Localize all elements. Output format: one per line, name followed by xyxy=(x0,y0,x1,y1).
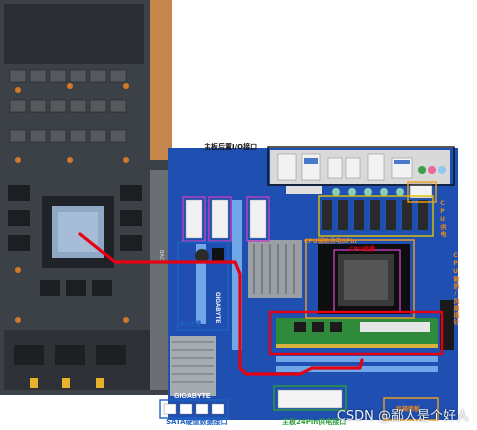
box-front-panel xyxy=(383,397,439,421)
label-cpu-fan: CPU散热/风扇插针 xyxy=(452,252,459,326)
cable-route xyxy=(78,232,364,376)
box-cpu-fan xyxy=(305,239,415,319)
label-pcie: PCIE槽 xyxy=(180,321,202,328)
gpu-capacitors xyxy=(15,83,129,323)
label-front-panel: 机箱面板 xyxy=(396,406,421,413)
pcie-x16-slot xyxy=(232,200,242,350)
label-cpu-power: CPU供电 xyxy=(439,200,446,238)
sata-ports xyxy=(163,403,225,415)
gpu-chokes xyxy=(9,69,127,143)
box-atx24 xyxy=(273,385,347,411)
label-cpu-socket: CPU插槽 xyxy=(349,246,375,253)
box-pcie-x16 xyxy=(177,241,229,331)
cpu-8pin-connector xyxy=(409,183,433,199)
graphics-card: BACK xyxy=(0,0,172,395)
label-atx24: 主板24Pin供电接口 xyxy=(282,418,347,426)
annotation-boxes xyxy=(78,146,455,421)
label-cpu-8pin: CPU辅助供电8Pin xyxy=(304,238,357,245)
board-brand-text: GIGABYTE xyxy=(214,292,220,323)
box-cpu-8pin xyxy=(407,181,437,203)
gpu-bracket xyxy=(150,170,168,390)
box-pcie-3 xyxy=(246,196,270,242)
gpu-vrm-area xyxy=(4,4,144,64)
box-cpu-power xyxy=(318,195,434,237)
atx-24pin-connector xyxy=(277,389,343,409)
box-rear-io xyxy=(267,146,455,186)
box-ram xyxy=(268,310,444,356)
heatsink-brand-text: GIGABYTE xyxy=(174,393,211,400)
label-rear-io: 主板后置I/O接口 xyxy=(204,143,258,151)
box-pcie-2 xyxy=(208,196,232,242)
gpu-back-label: BACK xyxy=(158,250,164,264)
z-logo xyxy=(195,249,209,263)
chipset-heatsink xyxy=(248,240,302,298)
box-sata xyxy=(159,399,229,419)
pcie-x1-slots xyxy=(185,199,267,239)
vrm-components xyxy=(322,200,428,230)
wood-background xyxy=(150,0,172,160)
watermark: CSDN @鄙人是个好人 xyxy=(336,409,469,424)
box-pcie-1 xyxy=(182,196,206,242)
label-sata: SATA硬盘数据接口 xyxy=(166,418,228,426)
gpu-memory-chips xyxy=(8,185,142,296)
